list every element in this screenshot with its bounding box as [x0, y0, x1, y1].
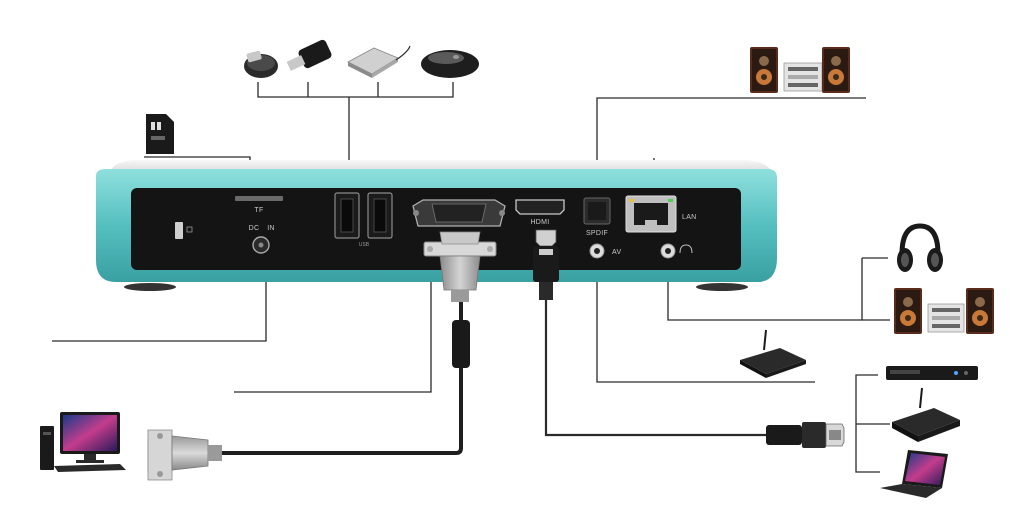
audio-out-port[interactable]: [660, 243, 693, 259]
router-icon-2: [892, 387, 960, 442]
tf-card-slot[interactable]: TF: [235, 196, 283, 214]
external-hard-drive-icon: [347, 45, 411, 78]
av-port[interactable]: AV: [589, 243, 621, 259]
vga-plug-end: [147, 429, 222, 481]
spdif-port[interactable]: SPDIF: [583, 197, 611, 237]
usb-drive-icon: [286, 39, 332, 71]
vga-port[interactable]: [412, 199, 506, 227]
vga-cable: [219, 300, 470, 455]
desktop-computer-icon: [40, 412, 126, 472]
mouse-icon: [421, 50, 479, 78]
dc-in-port[interactable]: DC IN: [249, 225, 275, 254]
lan-label: LAN: [682, 214, 697, 221]
speaker-system-icon: [750, 47, 850, 93]
hdmi-plug-end: [766, 422, 845, 448]
router-icon: [740, 329, 806, 378]
lan-port[interactable]: LAN: [625, 195, 697, 233]
usb-dongle-icon: [244, 50, 278, 78]
vga-leader-line: [234, 262, 432, 393]
hdmi-label: HDMI: [530, 219, 549, 226]
dc-label: DC: [249, 225, 260, 232]
usb-label: USB: [359, 242, 370, 248]
dvd-player-icon: [886, 366, 978, 380]
dc-leader-line: [52, 264, 267, 342]
av-leader-line: [596, 254, 815, 383]
spdif-label: SPDIF: [586, 230, 608, 237]
headphone-symbol-icon: [679, 244, 693, 254]
sd-card-icon: [146, 114, 174, 154]
laptop-icon: [880, 450, 948, 498]
av-label: AV: [612, 249, 621, 256]
kensington-lock-icon: [175, 222, 193, 239]
headphones-icon: [897, 223, 943, 272]
hdmi-plug-connector: [533, 229, 559, 300]
hdmi-cable: [544, 300, 768, 437]
speaker-system-icon-2: [894, 288, 994, 334]
dc-in-label: IN: [267, 225, 275, 232]
usb-peripheral-bracket: [257, 82, 454, 98]
tf-label: TF: [254, 207, 263, 214]
usb-ports[interactable]: USB: [334, 192, 393, 248]
hdmi-port[interactable]: HDMI: [515, 199, 565, 226]
vga-plug-connector: [423, 231, 497, 302]
tv-box: TF DC IN USB HDMI: [96, 160, 777, 291]
